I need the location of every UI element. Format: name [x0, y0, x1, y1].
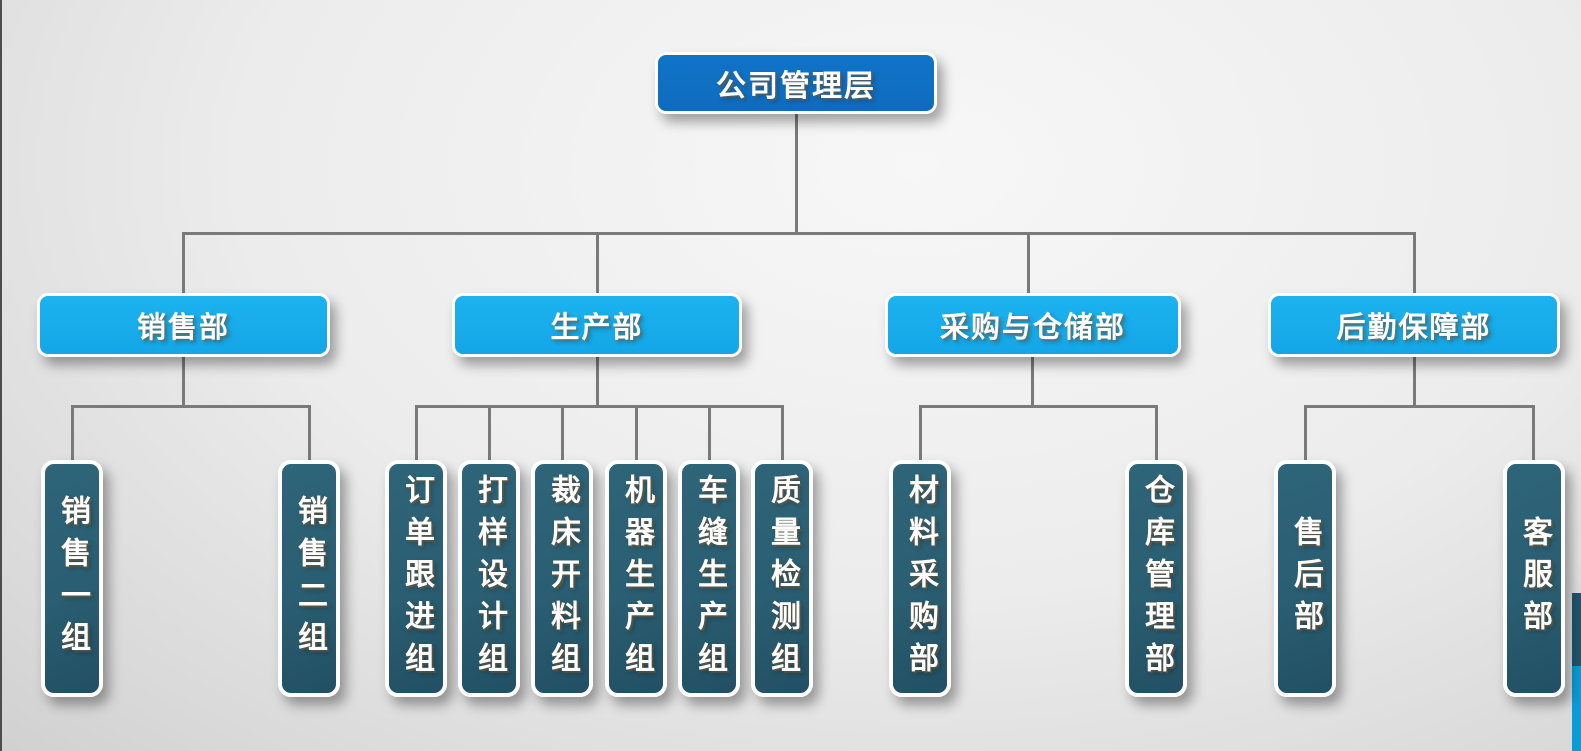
connector-production-child-drop-1 [415, 405, 418, 462]
node-label: 销售一组 [56, 494, 89, 663]
node-label: 客服部 [1518, 515, 1551, 642]
connector-sales-stub [182, 356, 185, 406]
node-label: 销售二组 [293, 494, 326, 663]
node-sewing-production-group: 车缝生产组 [678, 460, 740, 697]
connector-drop-production [596, 232, 599, 296]
node-label: 后勤保障部 [1336, 312, 1492, 344]
node-customer-service-dept: 客服部 [1503, 460, 1565, 697]
node-label: 销售部 [136, 312, 230, 344]
node-warehouse-management-dept: 仓库管理部 [1125, 460, 1187, 697]
node-cutting-material-group: 裁床开料组 [531, 460, 593, 697]
node-machine-production-group: 机器生产组 [605, 460, 667, 697]
connector-procurement-child-drop-1 [919, 405, 922, 462]
connector-drop-sales [182, 232, 185, 294]
connector-sales-child-drop-1 [71, 405, 74, 462]
node-logistics-support-dept: 后勤保障部 [1268, 293, 1560, 357]
connector-logistics-child-drop-2 [1532, 405, 1535, 462]
connector-production-child-drop-4 [635, 405, 638, 462]
node-sales-dept: 销售部 [37, 293, 330, 357]
node-production-dept: 生产部 [452, 293, 742, 357]
connector-root-drop [795, 114, 798, 232]
connector-production-child-drop-3 [561, 405, 564, 462]
node-sample-design-group: 打样设计组 [458, 460, 520, 697]
connector-procurement-hline [919, 405, 1158, 408]
connector-logistics-hline [1304, 405, 1535, 408]
node-after-sales-dept: 售后部 [1274, 460, 1336, 697]
connector-production-child-drop-2 [488, 405, 491, 462]
connector-logistics-child-drop-1 [1304, 405, 1307, 462]
connector-sales-child-drop-2 [308, 405, 311, 462]
connector-main-hline [182, 232, 1416, 235]
node-procurement-warehouse-dept: 采购与仓储部 [885, 293, 1181, 357]
right-ribbon-teal [1572, 593, 1581, 666]
node-label: 公司管理层 [716, 70, 876, 103]
node-label: 材料采购部 [904, 473, 937, 684]
node-label: 订单跟进组 [400, 473, 433, 684]
node-material-purchasing-dept: 材料采购部 [889, 460, 951, 697]
connector-logistics-stub [1413, 356, 1416, 406]
connector-procurement-child-drop-2 [1155, 405, 1158, 462]
left-edge-line [0, 0, 2, 751]
connector-production-hline [415, 405, 784, 408]
node-label: 机器生产组 [620, 473, 653, 684]
connector-production-stub [596, 356, 599, 406]
connector-drop-procurement [1027, 232, 1030, 296]
node-label: 质量检测组 [766, 473, 799, 684]
node-company-management: 公司管理层 [655, 52, 937, 114]
node-quality-inspection-group: 质量检测组 [751, 460, 813, 697]
connector-production-child-drop-5 [708, 405, 711, 462]
node-label: 生产部 [550, 312, 644, 344]
connector-production-child-drop-6 [781, 405, 784, 462]
node-sales-group-1: 销售一组 [41, 460, 103, 697]
connector-procurement-stub [1031, 356, 1034, 406]
node-label: 采购与仓储部 [939, 312, 1126, 344]
node-label: 车缝生产组 [693, 473, 726, 684]
node-label: 售后部 [1289, 515, 1322, 642]
connector-sales-hline [71, 405, 311, 408]
node-label: 裁床开料组 [546, 473, 579, 684]
node-label: 打样设计组 [473, 473, 506, 684]
connector-drop-logistics [1413, 232, 1416, 296]
right-ribbon-blue [1572, 666, 1581, 751]
node-sales-group-2: 销售二组 [278, 460, 340, 697]
node-order-followup-group: 订单跟进组 [385, 460, 447, 697]
node-label: 仓库管理部 [1140, 473, 1173, 684]
